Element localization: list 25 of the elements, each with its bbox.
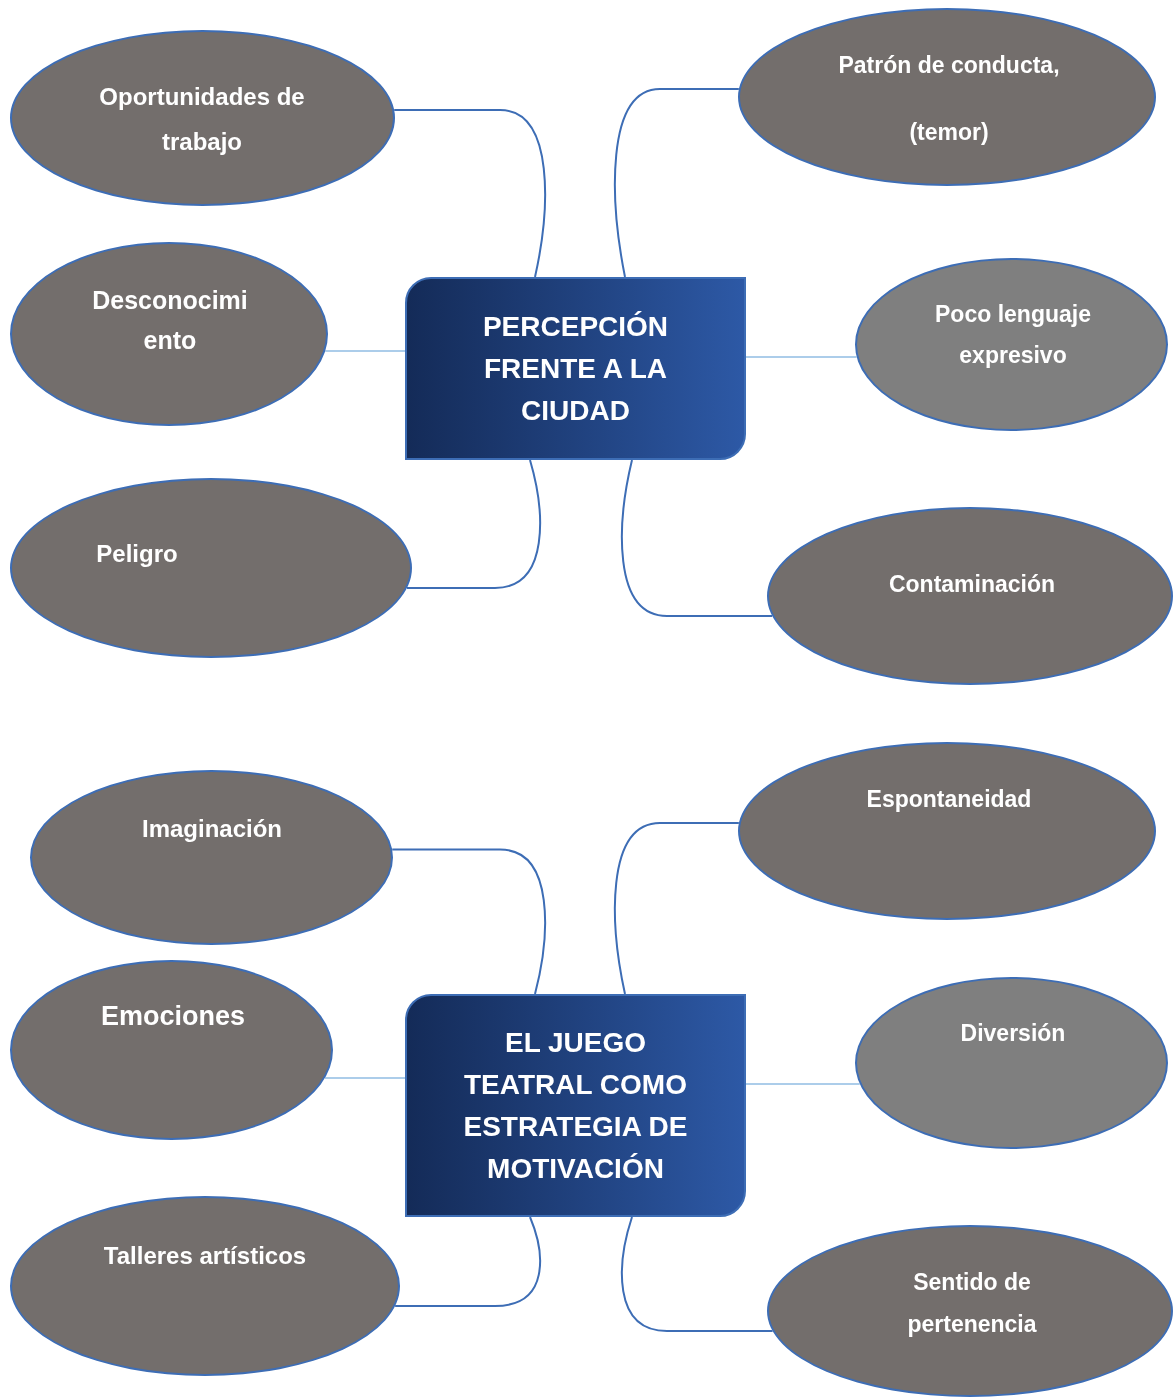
topic-label: Imaginación [142,814,282,844]
connector-line [393,109,546,278]
connector-line [614,822,740,995]
connector-line [621,459,774,617]
connector-line [391,848,546,995]
central-topic-box [405,994,746,1217]
topic-title: EL JUEGO TEATRAL COMO ESTRATEGIA DE MOTIVACIÓN [462,1025,689,1186]
topic-label: Espontaneidad [866,785,1032,814]
connector-line [324,350,406,352]
topic-label: Contaminación [888,570,1056,599]
topic-title: PERCEPCIÓN FRENTE A LA CIUDAD [481,309,670,428]
connector-line [621,1216,774,1332]
topic-label: Diversión [960,1019,1066,1048]
topic-label: Sentido de pertenencia [906,1268,1038,1339]
connector-line [745,356,858,358]
topic-label: Talleres artísticos [103,1241,307,1271]
topic-label: Peligro [96,539,178,569]
topic-label: Poco lenguaje expresivo [934,300,1092,370]
central-topic-box [405,277,746,460]
topic-label: Emociones [100,1000,245,1033]
connector-line [614,88,740,278]
topic-label: Desconocimi ento [91,285,249,356]
topic-label: Patrón de conducta, (temor) [837,51,1061,147]
connector-line [324,1077,406,1079]
topic-label: Oportunidades de trabajo [98,82,306,157]
